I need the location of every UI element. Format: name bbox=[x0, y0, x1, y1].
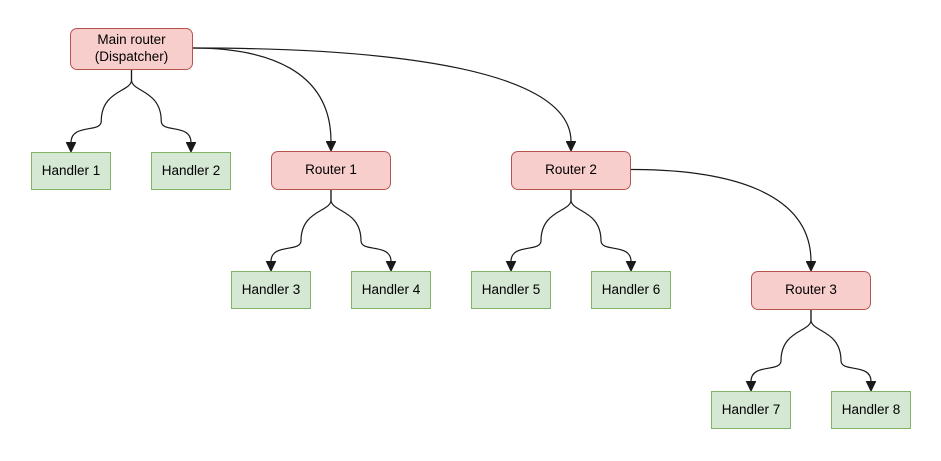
edge-line bbox=[510, 189, 572, 263]
node-handler-6[interactable]: Handler 6 bbox=[591, 271, 671, 309]
edge-arrowhead bbox=[65, 142, 77, 153]
edge-line bbox=[630, 168, 812, 263]
edge-line bbox=[70, 69, 133, 144]
edge-arrowhead bbox=[185, 142, 197, 153]
node-label: Handler 3 bbox=[241, 281, 301, 297]
edge-arrowhead bbox=[865, 381, 877, 392]
edge-r3-to-h7 bbox=[745, 309, 812, 392]
edge-r3-to-h8 bbox=[810, 309, 877, 392]
edge-main-to-h1 bbox=[65, 69, 133, 153]
edge-line bbox=[810, 309, 872, 383]
node-label: Router 3 bbox=[785, 282, 837, 298]
edge-main-to-h2 bbox=[130, 69, 197, 153]
node-label: Handler 1 bbox=[41, 162, 101, 178]
node-router-2[interactable]: Router 2 bbox=[511, 151, 631, 190]
node-label: Router 2 bbox=[545, 162, 597, 178]
edge-arrowhead bbox=[385, 261, 397, 272]
edge-line bbox=[750, 309, 812, 383]
node-label: Handler 7 bbox=[721, 401, 781, 417]
edge-arrowhead bbox=[745, 381, 757, 392]
edge-r2-to-h5 bbox=[505, 189, 572, 272]
node-handler-1[interactable]: Handler 1 bbox=[31, 152, 111, 190]
edge-main-to-r1 bbox=[192, 47, 337, 152]
edge-line bbox=[330, 189, 392, 263]
edge-arrowhead bbox=[505, 261, 517, 272]
edge-r1-to-h4 bbox=[330, 189, 397, 272]
edge-r2-to-h6 bbox=[570, 189, 637, 272]
edge-r2-to-r3 bbox=[630, 168, 817, 272]
node-handler-3[interactable]: Handler 3 bbox=[231, 271, 311, 309]
node-router-3[interactable]: Router 3 bbox=[751, 271, 871, 310]
node-label: Handler 4 bbox=[361, 281, 421, 297]
edge-arrowhead bbox=[565, 141, 577, 152]
node-main-router[interactable]: Main router (Dispatcher) bbox=[70, 28, 193, 70]
edge-main-to-r2 bbox=[192, 47, 577, 152]
node-label: Handler 2 bbox=[161, 162, 221, 178]
node-label: Main router (Dispatcher) bbox=[94, 32, 169, 64]
edge-line bbox=[130, 69, 192, 144]
node-handler-5[interactable]: Handler 5 bbox=[471, 271, 551, 309]
edge-line bbox=[570, 189, 632, 263]
node-label: Router 1 bbox=[305, 162, 357, 178]
node-handler-2[interactable]: Handler 2 bbox=[151, 152, 231, 190]
node-handler-8[interactable]: Handler 8 bbox=[831, 391, 911, 429]
edge-arrowhead bbox=[325, 141, 337, 152]
edge-line bbox=[270, 189, 332, 263]
edge-line bbox=[192, 47, 332, 143]
node-handler-4[interactable]: Handler 4 bbox=[351, 271, 431, 309]
node-label: Handler 6 bbox=[601, 281, 661, 297]
node-label: Handler 8 bbox=[841, 401, 901, 417]
edge-arrowhead bbox=[625, 261, 637, 272]
node-label: Handler 5 bbox=[481, 281, 541, 297]
node-router-1[interactable]: Router 1 bbox=[271, 151, 391, 190]
edge-line bbox=[192, 47, 572, 143]
edge-arrowhead bbox=[805, 261, 817, 272]
edge-arrowhead bbox=[265, 261, 277, 272]
edge-r1-to-h3 bbox=[265, 189, 332, 272]
node-handler-7[interactable]: Handler 7 bbox=[711, 391, 791, 429]
